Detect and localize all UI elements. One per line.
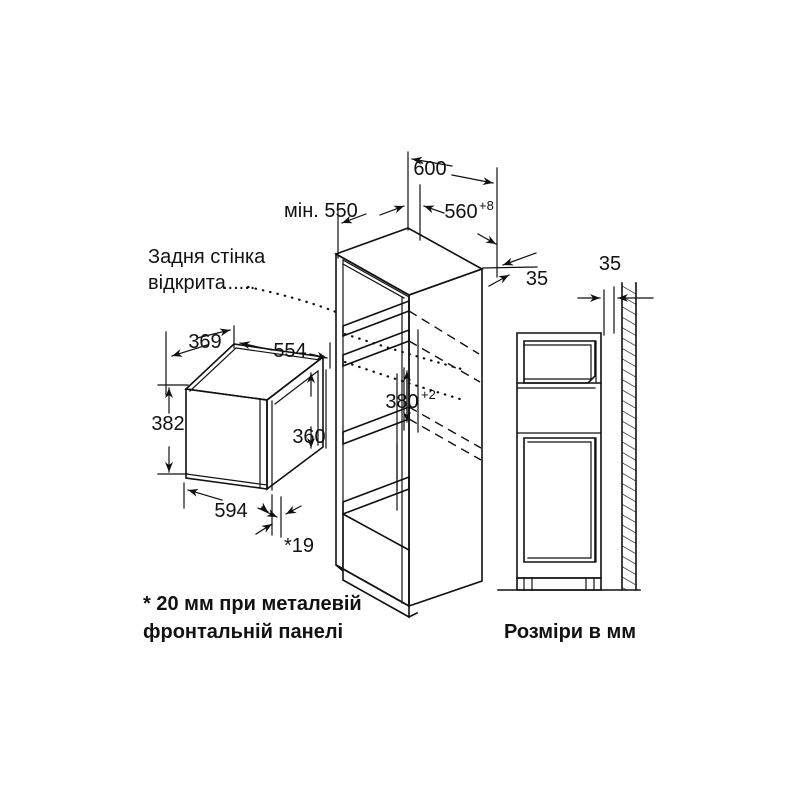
units-caption: Розміри в мм [504,621,636,643]
label-dimension-min-550: мін. 550 [284,200,358,222]
dimension-560 [419,184,497,245]
dimension-19 [255,494,302,538]
cabinet-side-section-view [497,332,641,591]
label-dimension-594: 594 [214,500,247,522]
back-wall-note-line1: Задня стінка [148,246,266,268]
label-dimension-560-superscript: +8 [479,198,494,213]
back-wall-note-leader-dots: ...... [222,272,255,294]
label-dimension-19: *19 [284,535,314,557]
dimension-min-550 [337,205,405,259]
dimension-360 [307,369,327,449]
label-dimension-35-side: 35 [599,253,621,275]
dimension-35-side [577,286,654,336]
label-dimension-380-superscript: +2 [421,387,436,402]
dimension-382 [157,384,189,475]
label-dimension-380: 380 [385,391,418,413]
label-dimension-554: 554 [273,340,306,362]
dimension-554 [239,341,331,369]
wall-hatch-section [621,282,637,591]
dimension-380 [403,329,419,433]
label-dimension-560: 560 [444,201,477,223]
back-wall-open-leader-line [246,285,467,401]
label-dimension-360: 360 [292,426,325,448]
label-dimension-369: 369 [188,331,221,353]
label-dimension-600: 600 [413,158,446,180]
footnote-line2: фронтальній панелі [143,621,343,643]
dimension-600 [407,151,498,278]
label-dimension-382: 382 [151,413,184,435]
label-dimension-35-isometric: 35 [526,268,548,290]
back-wall-note-line2: відкрита [148,272,227,294]
dimension-35-isometric [482,252,538,287]
footnote-line1: * 20 мм при металевій [143,593,362,615]
